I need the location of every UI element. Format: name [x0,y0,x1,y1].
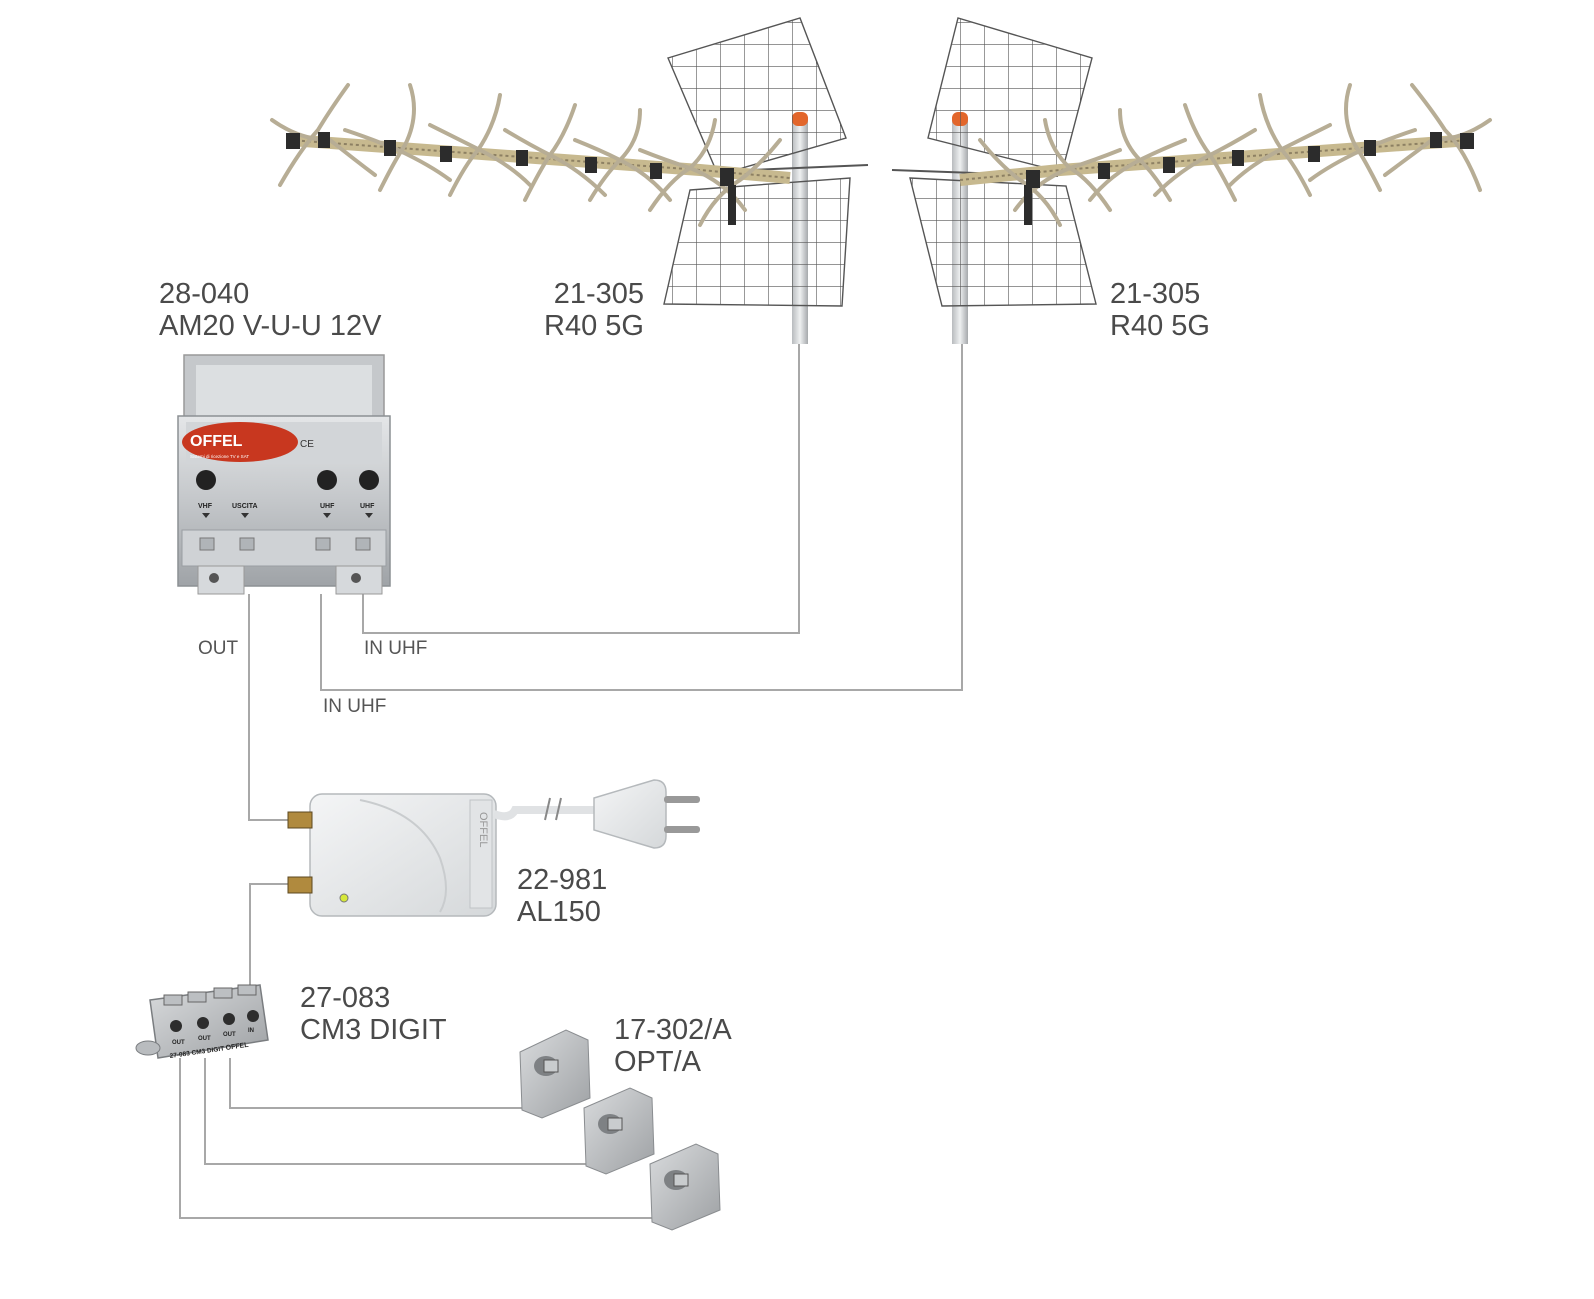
power-supply-label: 22-981 AL150 [517,864,607,928]
splitter-port-label-3: OUT [223,1032,236,1038]
outlets-label: 17-302/A OPT/A [614,1014,732,1078]
antenna-left-label: 21-305 R40 5G [544,278,644,342]
amplifier-label: 28-040 AM20 V-U-U 12V [159,278,381,342]
antenna-left-reflector-upper [667,17,847,176]
amplifier-port-label-uscita: USCITA [232,503,258,510]
amplifier-knob-uhf2-icon [359,470,379,490]
antenna-right-reflector-upper [927,17,1093,173]
splitter-brand-print: OFFEL [225,1042,249,1052]
splitter-label: 27-083 CM3 DIGIT [300,982,447,1046]
amplifier-port-label-uhf2: UHF [360,503,375,510]
port-label-in-uhf-1: IN UHF [364,638,428,659]
amplifier-code: 28-040 [159,278,250,310]
cables [179,340,963,1219]
antenna-left [270,17,869,344]
psu-power-cord [492,806,600,821]
amplifier-port-label-vhf: VHF [198,503,213,510]
power-supply-code: 22-981 [517,864,608,896]
antenna-right-label: 21-305 R40 5G [1110,278,1210,342]
amplifier-ce-mark: CE [300,439,314,450]
amplifier-port-label-uhf1: UHF [320,503,335,510]
psu-brand-print: OFFEL [477,812,489,847]
cable-outlet-1 [229,1058,528,1109]
outlet-1 [519,1029,591,1119]
port-label-in-uhf-2: IN UHF [323,696,387,717]
outlet-2 [583,1087,655,1175]
cable-uhf-1 [362,340,800,634]
antenna-right-reflector-lower [909,177,1097,307]
amplifier-knob-uhf1-icon [317,470,337,490]
power-supply-device: OFFEL [287,779,700,917]
psu-plug-icon [593,779,667,849]
antenna-right [891,17,1492,344]
splitter-model: CM3 DIGIT [300,1014,447,1046]
antenna-left-model: R40 5G [544,310,644,342]
antenna-left-code: 21-305 [553,278,644,310]
cable-outlet-3 [179,1058,656,1219]
cable-uhf-2 [320,340,963,691]
splitter-code: 27-083 [300,982,391,1014]
cable-psu-to-splitter [249,883,295,990]
antenna-right-code: 21-305 [1110,278,1201,310]
splitter-port-label-2: OUT [198,1036,211,1042]
port-label-out: OUT [198,638,239,659]
antenna-left-boom [289,134,791,184]
outlet-3 [649,1143,721,1231]
cable-outlet-2 [204,1058,592,1165]
outlets-code: 17-302/A [614,1014,732,1046]
splitter-device: OUT OUT OUT IN 27-083 CM3 DIGIT OFFEL [135,984,269,1060]
amplifier-knob-vhf-icon [196,470,216,490]
antenna-right-model: R40 5G [1110,310,1210,342]
amplifier-subtitle: Sistemi di ricezione TV e SAT [190,454,249,459]
power-supply-model: AL150 [517,896,601,928]
amplifier-brand-badge [182,422,298,462]
antenna-left-reflector-lower [663,177,851,307]
splitter-port-label-1: OUT [172,1040,185,1046]
psu-led-icon [339,893,349,903]
amplifier-model: AM20 V-U-U 12V [159,310,382,342]
outlets-model: OPT/A [614,1046,702,1078]
cable-out-to-psu [248,594,295,821]
splitter-port-label-4: IN [248,1028,254,1034]
amplifier-device: OFFEL Sistemi di ricezione TV e SAT CE V… [177,354,391,595]
amplifier-brand: OFFEL [190,433,243,450]
